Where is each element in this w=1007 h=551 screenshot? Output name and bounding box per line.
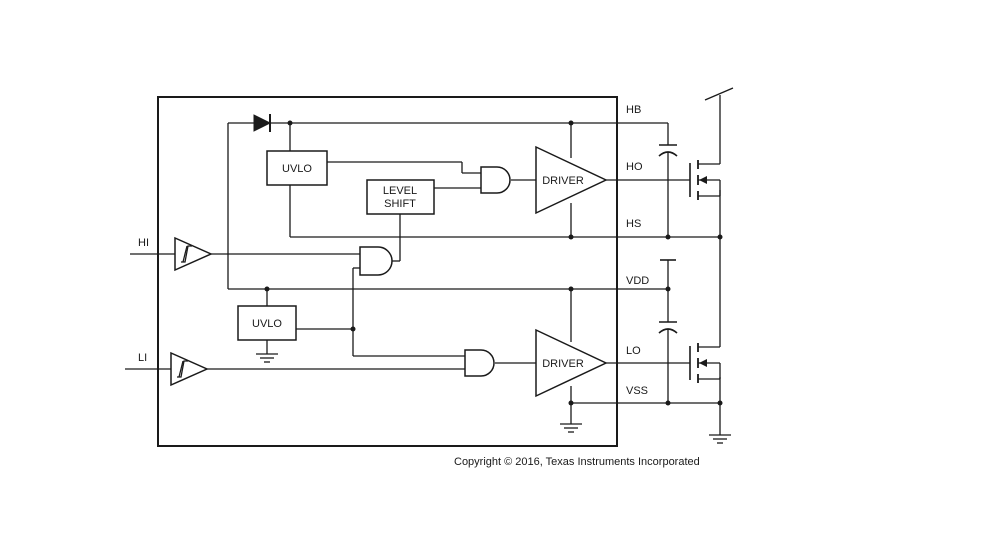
low-side-driver: DRIVER: [535, 328, 608, 398]
pin-label-vss: VSS: [626, 385, 648, 397]
pin-label-hb: HB: [626, 104, 641, 116]
low-side-uvlo-label: UVLO: [252, 318, 282, 330]
level-shift-label-line2: SHIFT: [384, 198, 416, 210]
vdd-capacitor-icon: [658, 321, 678, 334]
ground-icon: [256, 353, 278, 363]
pin-label-vdd: VDD: [626, 275, 649, 287]
pin-label-hs: HS: [626, 218, 641, 230]
high-side-mosfet-icon: [689, 160, 721, 200]
pin-label-ho: HO: [626, 161, 643, 173]
low-side-uvlo-block: UVLO: [237, 305, 297, 341]
pin-label-hi: HI: [138, 237, 149, 249]
low-side-mosfet-icon: [689, 342, 721, 383]
high-side-and-gate-icon: [480, 166, 511, 194]
level-shift-block: LEVEL SHIFT: [366, 179, 435, 215]
hi-enable-and-gate-icon: [359, 246, 393, 276]
hi-schmitt-buffer-icon: [174, 236, 213, 272]
ground-icon: [709, 434, 731, 444]
ground-icon: [560, 423, 582, 433]
ic-outline: [157, 96, 618, 447]
junctions: [264, 120, 723, 406]
copyright-notice: Copyright © 2016, Texas Instruments Inco…: [454, 456, 700, 468]
pin-label-li: LI: [138, 352, 147, 364]
pin-label-lo: LO: [626, 345, 641, 357]
wires: [125, 87, 734, 435]
li-schmitt-buffer-icon: [170, 351, 209, 387]
high-side-uvlo-label: UVLO: [282, 163, 312, 175]
low-side-and-gate-icon: [464, 349, 495, 377]
high-side-driver-label: DRIVER: [542, 175, 584, 187]
high-side-driver: DRIVER: [535, 145, 608, 215]
bootstrap-capacitor-icon: [658, 144, 678, 157]
high-side-uvlo-block: UVLO: [266, 150, 328, 186]
low-side-driver-label: DRIVER: [542, 358, 584, 370]
level-shift-label-line1: LEVEL: [383, 185, 417, 197]
diode-icon: [253, 114, 272, 132]
